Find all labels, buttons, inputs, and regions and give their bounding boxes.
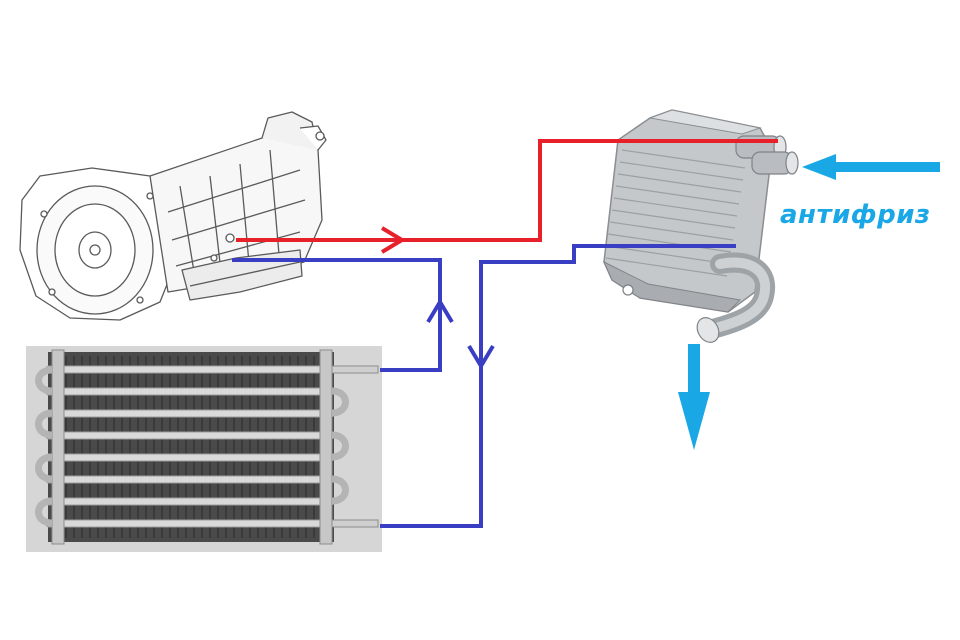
transmission-drawing — [19, 111, 327, 321]
antifreeze-label: антифриз — [780, 200, 931, 230]
antifreeze-in-arrow — [802, 154, 940, 180]
cold-oil-line-from-radiator — [380, 244, 736, 528]
antifreeze-out-arrow — [678, 344, 710, 450]
oil-cooler — [602, 109, 799, 343]
cold-oil-arrow-up — [426, 298, 454, 324]
cold-oil-arrow-down — [467, 344, 495, 370]
hot-oil-line — [236, 139, 778, 242]
cold-oil-line-to-radiator — [232, 258, 442, 372]
hot-oil-arrow — [380, 226, 406, 254]
auxiliary-radiator — [26, 346, 382, 552]
